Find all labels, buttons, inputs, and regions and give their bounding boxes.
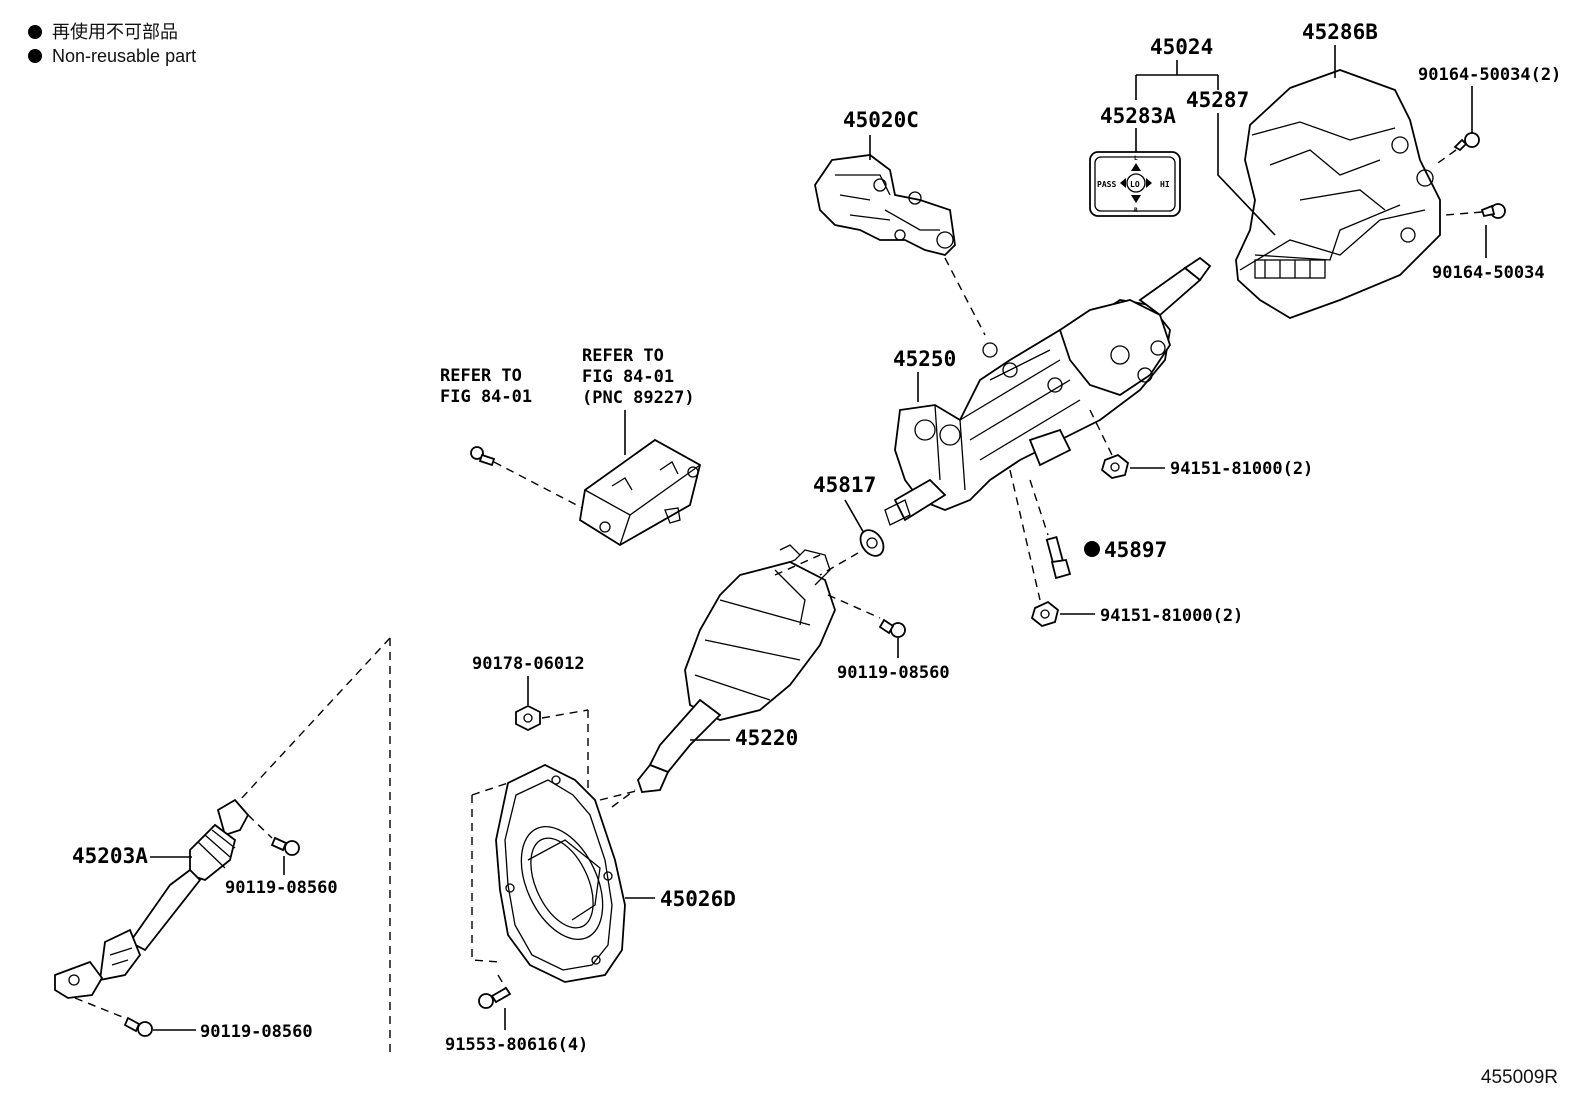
label-45020C: 45020C bbox=[843, 108, 919, 132]
nut-94151-upper[interactable] bbox=[1100, 453, 1130, 479]
non-reusable-dot-icon bbox=[1084, 541, 1100, 557]
label-90119-08560-bottom-left: 90119-08560 bbox=[200, 1022, 313, 1042]
bolt-45897[interactable] bbox=[1045, 536, 1072, 580]
ref1-line2: FIG 84-01 bbox=[440, 387, 532, 407]
label-45286B: 45286B bbox=[1302, 20, 1378, 44]
switch-plate-right-text: HI bbox=[1160, 180, 1170, 189]
legend-text-en: Non-reusable part bbox=[52, 46, 197, 66]
figure-id: 455009R bbox=[1480, 1067, 1558, 1088]
ref2-line1: REFER TO bbox=[582, 346, 664, 366]
bullet-dot-icon bbox=[28, 25, 42, 39]
nut-90178[interactable] bbox=[515, 704, 541, 732]
combination-switch-part[interactable] bbox=[814, 154, 956, 256]
ref2-line2: FIG 84-01 bbox=[582, 367, 674, 387]
label-45203A: 45203A bbox=[72, 844, 148, 868]
legend-text-ja: 再使用不可部品 bbox=[52, 22, 178, 42]
bullet-dot-icon bbox=[28, 49, 42, 63]
switch-plate-left-text: PASS bbox=[1097, 180, 1116, 189]
label-90164-50034: 90164-50034 bbox=[1432, 263, 1545, 283]
label-45897: 45897 bbox=[1104, 538, 1167, 562]
column-cover-part[interactable] bbox=[1235, 69, 1441, 319]
label-90119-08560-upper-left: 90119-08560 bbox=[225, 878, 338, 898]
label-45220: 45220 bbox=[735, 726, 798, 750]
switch-label-plate[interactable]: PASS LO HI L R bbox=[1089, 151, 1181, 217]
label-90178-06012: 90178-06012 bbox=[472, 654, 585, 674]
bolt-ref1[interactable] bbox=[470, 446, 496, 467]
label-90119-08560-middle: 90119-08560 bbox=[837, 663, 950, 683]
label-90164-50034-2: 90164-50034(2) bbox=[1418, 65, 1561, 85]
control-module-ref2[interactable] bbox=[579, 438, 702, 547]
bolt-91553[interactable] bbox=[478, 986, 512, 1009]
switch-plate-bottom-text: R bbox=[1134, 207, 1138, 214]
label-45026D: 45026D bbox=[660, 887, 736, 911]
screw-90164-top[interactable] bbox=[1453, 132, 1480, 152]
bolt-90119-bottom-left[interactable] bbox=[123, 1016, 153, 1037]
legend: 再使用不可部品 Non-reusable part bbox=[28, 20, 196, 68]
ref2-line3: (PNC 89227) bbox=[582, 388, 695, 408]
steering-column-assembly[interactable] bbox=[884, 256, 1212, 526]
label-45283A: 45283A bbox=[1100, 104, 1176, 128]
label-45024: 45024 bbox=[1150, 35, 1213, 59]
label-94151-81000-2-lower: 94151-81000(2) bbox=[1100, 606, 1243, 626]
screw-90164-bottom[interactable] bbox=[1480, 203, 1506, 219]
seal-45817[interactable] bbox=[856, 526, 888, 560]
label-45817: 45817 bbox=[813, 473, 876, 497]
steering-boot-seal-plate[interactable] bbox=[495, 763, 626, 983]
label-45250: 45250 bbox=[893, 347, 956, 371]
intermediate-shaft-45203A[interactable] bbox=[54, 798, 250, 999]
label-45287: 45287 bbox=[1186, 88, 1249, 112]
legend-row-en: Non-reusable part bbox=[28, 44, 196, 68]
column-lower-shaft-45220[interactable] bbox=[636, 544, 836, 793]
label-91553-80616-4: 91553-80616(4) bbox=[445, 1035, 588, 1055]
label-94151-81000-2-upper: 94151-81000(2) bbox=[1170, 459, 1313, 479]
bolt-90119-upper-left[interactable] bbox=[270, 836, 300, 856]
switch-plate-center-text: LO bbox=[1130, 180, 1140, 189]
bolt-90119-middle[interactable] bbox=[878, 618, 906, 638]
nut-94151-lower[interactable] bbox=[1030, 600, 1060, 628]
legend-row-ja: 再使用不可部品 bbox=[28, 20, 196, 44]
switch-plate-top-text: L bbox=[1134, 155, 1138, 162]
ref1-line1: REFER TO bbox=[440, 366, 522, 386]
